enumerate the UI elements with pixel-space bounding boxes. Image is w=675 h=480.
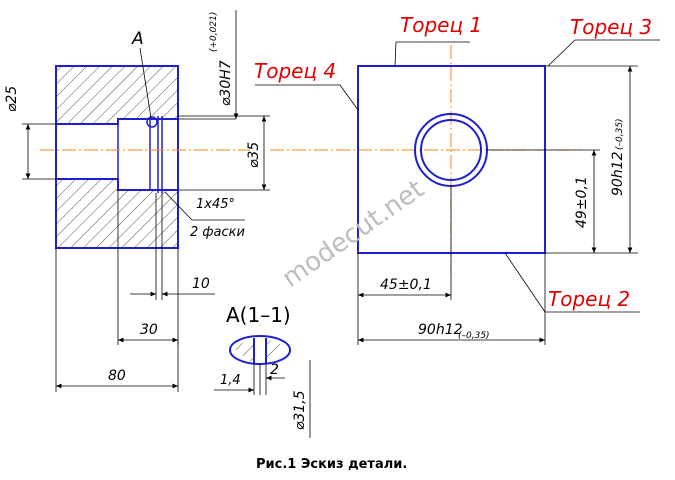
dim-length-80: 80 <box>108 368 126 384</box>
section-cut-label: A <box>131 29 144 49</box>
dim-chamfer-note: 2 фаски <box>190 225 245 240</box>
dim-height: 90h12 <box>610 151 626 196</box>
section-body <box>55 65 179 249</box>
front-hole-inner <box>420 119 482 181</box>
section-view: A <box>4 10 270 392</box>
dim-width-tol: (–0,35) <box>458 331 490 341</box>
detail-view: A(1–1) 1,4 2 ⌀31,5 <box>214 303 311 438</box>
face-3-label: Торец 3 <box>570 15 652 39</box>
front-view: Торец 1 Торец 3 Торец 4 Торец 2 90h12 (–… <box>254 13 660 345</box>
detail-title: A(1–1) <box>226 303 291 327</box>
dim-height-tol: (–0,35) <box>615 118 625 150</box>
dim-bore-tol: (+0,021) <box>209 12 219 52</box>
face-4-label: Торец 4 <box>254 59 336 83</box>
dim-bore: ⌀30H7 <box>218 60 234 106</box>
dim-width: 90h12 <box>418 322 463 338</box>
detail-dim-1: 1,4 <box>220 373 241 388</box>
face-1-label: Торец 1 <box>400 13 482 37</box>
detail-dim-2: 2 <box>270 362 279 378</box>
front-body <box>357 65 546 254</box>
dim-depth-30: 30 <box>140 322 158 338</box>
detail-dim-diam: ⌀31,5 <box>292 390 308 430</box>
dim-outer-left: ⌀25 <box>4 86 20 112</box>
dim-groove-width: 10 <box>192 276 210 292</box>
dim-chamfer: 1x45° <box>196 197 235 212</box>
watermark: modecut.net <box>277 174 430 294</box>
figure-caption: Рис.1 Эскиз детали. <box>256 457 407 472</box>
dim-hole-x: 45±0,1 <box>380 277 432 293</box>
face-2-label: Торец 2 <box>548 287 630 311</box>
dim-outer-right: ⌀35 <box>246 142 262 168</box>
dim-hole-y: 49±0,1 <box>574 176 590 228</box>
